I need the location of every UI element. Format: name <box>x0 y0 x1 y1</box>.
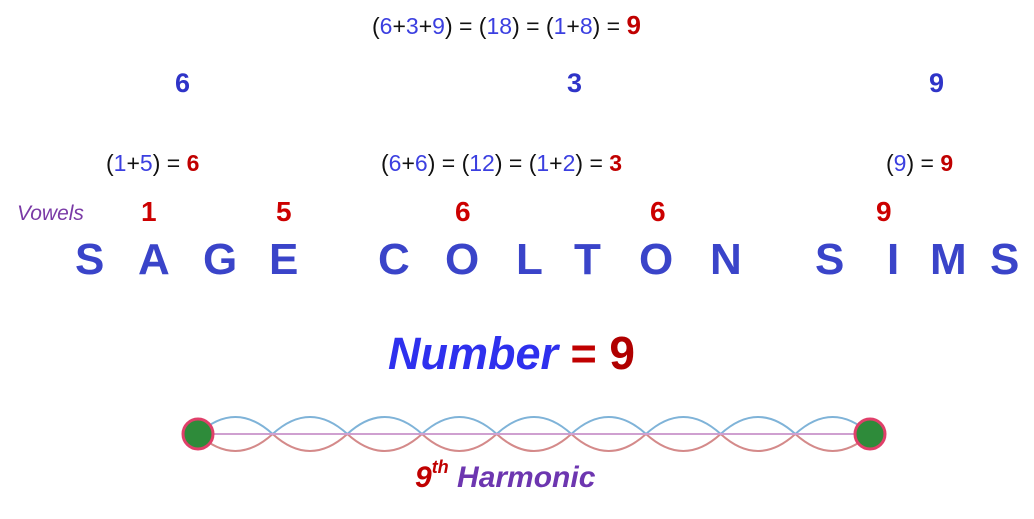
top-equation: (6+3+9) = (18) = (1+8) = 9 <box>372 10 641 40</box>
letter-o: O <box>445 235 480 284</box>
harmonic-wave-diagram <box>181 416 887 452</box>
wave-loop <box>645 416 722 435</box>
harmonic-label: 9th Harmonic <box>415 457 596 494</box>
left-node <box>181 417 215 451</box>
vowels-label: Vowels <box>17 202 84 225</box>
letter-e: E <box>269 235 299 284</box>
letter-n: N <box>710 235 742 284</box>
vowel-value-o1: 6 <box>455 196 471 227</box>
wave-loop <box>271 433 349 452</box>
wave-loop <box>495 416 573 435</box>
letter-m: M <box>930 235 967 284</box>
vowel-value-i: 9 <box>876 196 892 227</box>
letter-s: S <box>815 235 845 284</box>
wave-loop <box>570 433 647 452</box>
vowel-value-e: 5 <box>276 196 292 227</box>
vowel-value-a: 1 <box>141 196 157 227</box>
standing-wave-loops <box>197 416 871 452</box>
wave-loop <box>271 416 349 435</box>
last-name-equation: (9) = 9 <box>886 150 954 176</box>
middle-name-total: 3 <box>567 68 583 98</box>
wave-loop <box>645 433 722 452</box>
first-name-equation: (1+5) = 6 <box>106 150 200 176</box>
letter-o: O <box>639 235 674 284</box>
last-name-total: 9 <box>929 68 945 98</box>
right-node <box>853 417 887 451</box>
middle-name-equation: (6+6) = (12) = (1+2) = 3 <box>381 150 623 176</box>
letter-a: A <box>138 235 170 284</box>
letter-c: C <box>378 235 410 284</box>
wave-loop <box>346 416 423 435</box>
first-name-total: 6 <box>175 68 191 98</box>
wave-loop <box>421 416 498 435</box>
top-result: 9 <box>626 10 641 40</box>
wave-loop <box>719 433 797 452</box>
wave-loop <box>719 416 797 435</box>
wave-loop <box>495 433 573 452</box>
wave-loop <box>346 433 423 452</box>
number-word: Number <box>388 328 559 379</box>
wave-loop <box>421 433 498 452</box>
letter-t: T <box>574 235 601 284</box>
wave-loop <box>570 416 647 435</box>
vowel-value-o2: 6 <box>650 196 666 227</box>
number-value: 9 <box>609 327 635 379</box>
letter-l: L <box>516 235 543 284</box>
letter-g: G <box>203 235 238 284</box>
number-result-line: Number = 9 <box>388 327 635 379</box>
letter-i: I <box>887 235 900 284</box>
letter-s: S <box>75 235 105 284</box>
letter-s: S <box>990 235 1020 284</box>
